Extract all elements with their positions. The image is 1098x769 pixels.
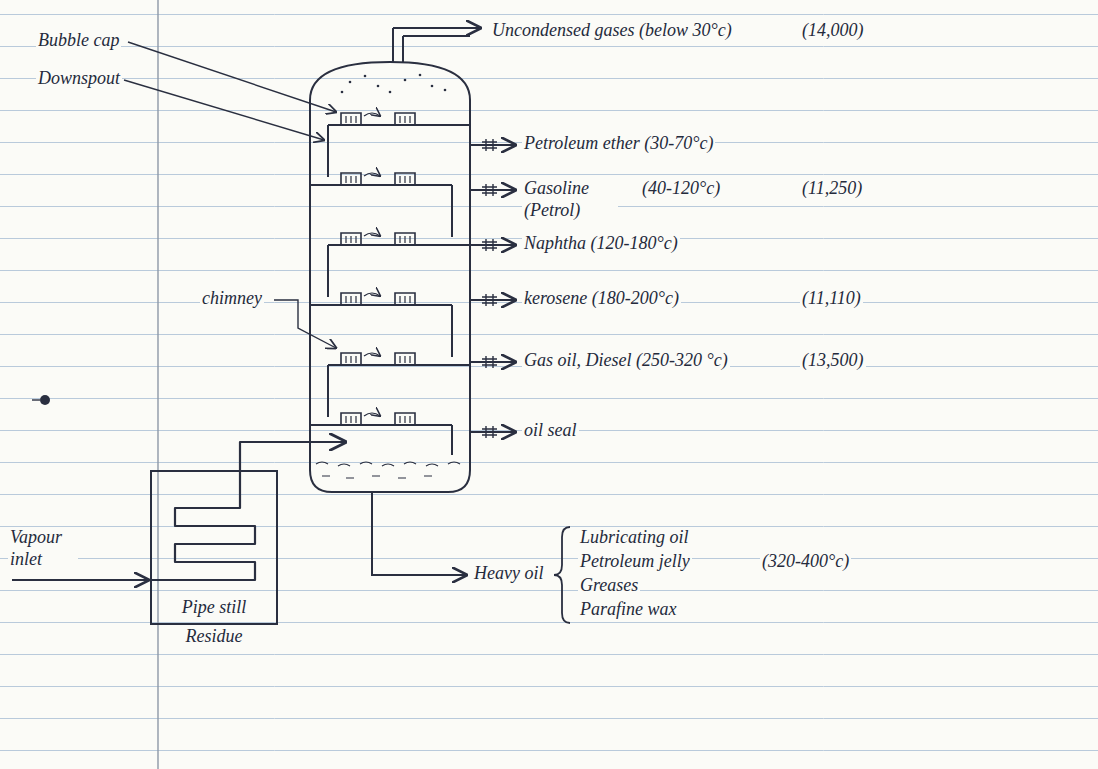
liquid-level	[316, 462, 460, 478]
box-caption: Residue	[184, 626, 245, 646]
value-number: (13,500)	[800, 350, 866, 372]
side-outlets	[470, 145, 515, 432]
product-label: Petroleum ether (30-70°c)	[522, 133, 715, 155]
bubble-cap	[341, 113, 361, 125]
tray	[328, 245, 470, 297]
bubble-caps	[341, 113, 415, 425]
box-caption: Residue	[152, 626, 276, 648]
bubble-cap	[395, 413, 415, 425]
tray	[328, 125, 470, 177]
product-label: Lubricating oil	[578, 527, 691, 549]
tray	[328, 365, 470, 417]
leader-line	[124, 80, 324, 140]
inlet-label: Vapour inlet	[8, 527, 78, 570]
valve-symbol	[482, 426, 497, 438]
bubble-cap	[341, 293, 361, 305]
vapour-dots	[341, 74, 447, 94]
box-label: Pipe still	[180, 597, 249, 619]
gas-outlet	[393, 27, 480, 29]
product-label: Gasoline (Petrol)	[522, 178, 618, 221]
bubble-cap	[395, 113, 415, 125]
product-label: Heavy oil	[472, 563, 545, 585]
product-label: Greases	[578, 575, 640, 597]
valve-symbol	[482, 356, 497, 368]
bubble-cap	[395, 293, 415, 305]
bubble-cap	[395, 173, 415, 185]
column-wall	[310, 62, 470, 470]
value-number: (11,110)	[800, 288, 863, 310]
tray	[310, 185, 452, 237]
part-name: oil seal	[522, 420, 579, 442]
gas-outlet	[403, 35, 470, 37]
temperature-range: (320-400°c)	[760, 551, 851, 573]
valve-symbol	[482, 294, 497, 306]
flow-arrows	[364, 113, 380, 416]
product-label: Naphtha (120-180°c)	[522, 233, 680, 255]
trays	[310, 125, 470, 455]
hole-dot	[32, 399, 40, 400]
value-number: (14,000)	[800, 20, 866, 42]
valve-symbol	[482, 184, 497, 196]
valve-symbol	[482, 239, 497, 251]
product-label: Petroleum jelly	[578, 551, 692, 573]
hole-dot	[40, 395, 50, 405]
leader-line	[274, 300, 336, 348]
column-shell	[310, 28, 480, 492]
valve-symbol	[482, 139, 497, 151]
product-label: Gas oil, Diesel (250-320 °c)	[522, 350, 730, 372]
part-name: Downspout	[36, 68, 122, 90]
column-bottom	[310, 470, 470, 492]
part-name: chimney	[200, 288, 264, 310]
vapour-nozzle	[393, 28, 403, 63]
heating-coil	[150, 442, 345, 580]
bubble-cap	[341, 173, 361, 185]
value-number: (11,250)	[800, 178, 864, 200]
product-label: kerosene (180-200°c)	[522, 288, 681, 310]
tray	[310, 305, 452, 357]
margin-line	[157, 0, 158, 769]
temperature-range: (40-120°c)	[640, 178, 722, 200]
tray	[310, 425, 452, 455]
leader-line	[128, 42, 336, 112]
bubble-cap	[395, 353, 415, 365]
bubble-cap	[341, 233, 361, 245]
furnace-box: Pipe stillResidue	[150, 470, 278, 625]
bubble-cap	[341, 413, 361, 425]
bubble-cap	[395, 233, 415, 245]
inlet-arrow	[12, 579, 148, 581]
valves	[482, 139, 497, 438]
part-name: Bubble cap	[36, 30, 121, 52]
product-label: Uncondensed gases (below 30°c)	[490, 20, 734, 42]
brace	[554, 527, 570, 623]
heavy-oil-outlet	[372, 492, 466, 575]
product-label: Parafine wax	[578, 599, 679, 621]
bubble-cap	[341, 353, 361, 365]
